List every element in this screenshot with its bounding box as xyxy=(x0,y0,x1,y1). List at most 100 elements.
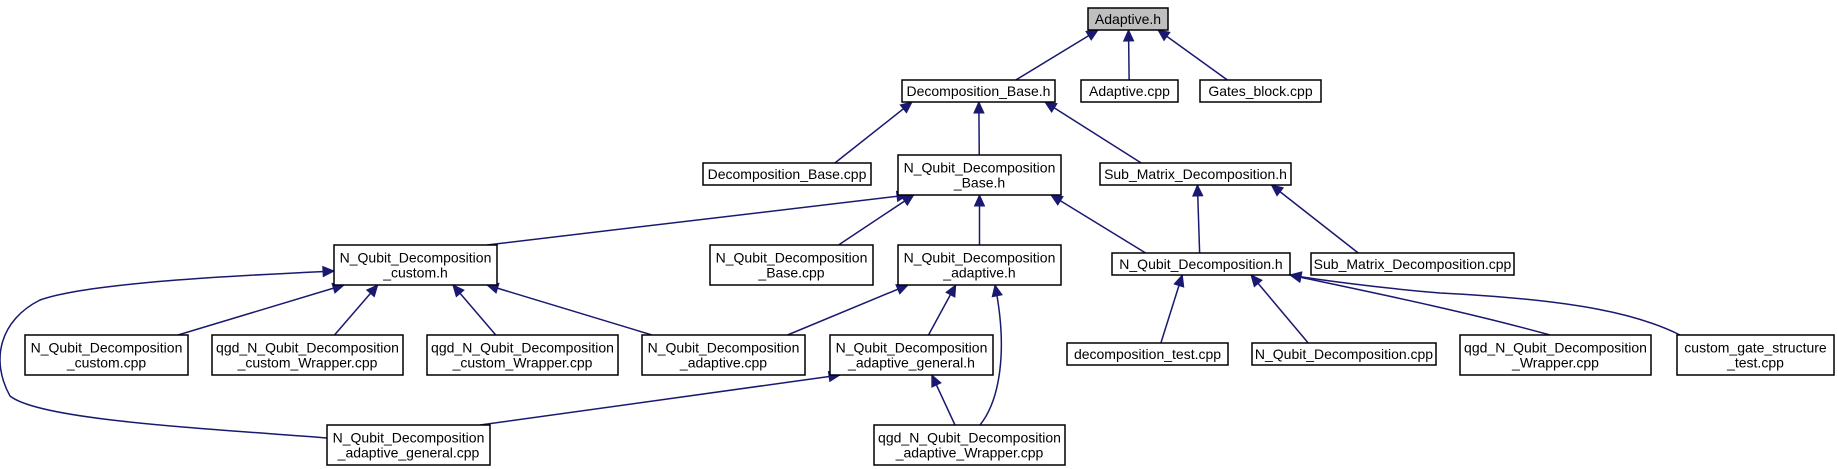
node-label-line: N_Qubit_Decomposition xyxy=(340,250,492,266)
node-label-line: _adaptive_general.cpp xyxy=(337,445,480,461)
edge-arrowhead xyxy=(1049,194,1064,206)
node-nq-decomposition-adaptive-general-cpp[interactable]: N_Qubit_Decomposition_adaptive_general.c… xyxy=(326,424,491,466)
edge-arrowhead xyxy=(945,283,957,298)
edge-decomposition_base_h-to-decomposition_base_cpp xyxy=(834,101,913,164)
node-box xyxy=(1111,252,1291,276)
node-box xyxy=(1310,252,1515,276)
edge-line xyxy=(834,101,913,164)
node-nq-decomposition-adaptive-h[interactable]: N_Qubit_Decomposition_adaptive.h xyxy=(897,244,1062,286)
edge-nq_decomposition_custom_h-to-qgd_nq_custom_wrapper_cpp_1 xyxy=(333,284,379,336)
node-nq-decomposition-adaptive-cpp[interactable]: N_Qubit_Decomposition_adaptive.cpp xyxy=(641,334,806,376)
edge-nq_decomposition_custom_h-to-qgd_nq_custom_wrapper_cpp_2 xyxy=(452,284,497,336)
edge-line xyxy=(479,374,841,426)
edge-nq_decomposition_custom_h-to-nq_decomposition_custom_cpp xyxy=(177,282,346,336)
edge-arrowhead xyxy=(931,373,942,388)
node-box xyxy=(211,334,404,376)
node-label-line: N_Qubit_Decomposition.cpp xyxy=(1255,346,1433,362)
node-qgd-nq-custom-wrapper-cpp-2[interactable]: qgd_N_Qubit_Decomposition_custom_Wrapper… xyxy=(426,334,619,376)
edge-arrowhead xyxy=(452,284,465,298)
node-nq-decomposition-h[interactable]: N_Qubit_Decomposition.h xyxy=(1111,252,1291,276)
node-nq-decomposition-adaptive-general-h[interactable]: N_Qubit_Decomposition_adaptive_general.h xyxy=(829,334,994,376)
node-label-line: _custom_Wrapper.cpp xyxy=(452,355,593,371)
edge-arrowhead xyxy=(991,283,1003,298)
edge-sub_matrix_decomposition_h-to-nq_decomposition_h xyxy=(1192,183,1204,254)
node-box xyxy=(326,424,491,466)
node-box xyxy=(709,244,874,286)
edge-line xyxy=(486,284,653,336)
edge-line xyxy=(177,284,345,336)
node-box xyxy=(829,334,994,376)
node-label-line: N_Qubit_Decomposition xyxy=(904,250,1056,266)
node-label-line: _adaptive.h xyxy=(942,265,1015,281)
node-sub-matrix-decomposition-h[interactable]: Sub_Matrix_Decomposition.h xyxy=(1099,162,1292,186)
edge-line xyxy=(1289,274,1681,336)
node-label-line: N_Qubit_Decomposition.h xyxy=(1119,256,1282,272)
edge-arrowhead xyxy=(1173,273,1185,288)
edge-line xyxy=(0,270,335,439)
node-decomposition-test-cpp[interactable]: decomposition_test.cpp xyxy=(1066,342,1229,366)
node-gates-block-cpp[interactable]: Gates_block.cpp xyxy=(1199,79,1322,103)
node-label-line: N_Qubit_Decomposition xyxy=(904,160,1056,176)
node-box xyxy=(1676,334,1835,376)
node-box xyxy=(897,244,1062,286)
edge-arrowhead xyxy=(895,284,910,295)
edge-arrowhead xyxy=(900,194,915,207)
node-nq-decomposition-cpp[interactable]: N_Qubit_Decomposition.cpp xyxy=(1251,342,1437,366)
node-label-line: N_Qubit_Decomposition xyxy=(648,340,800,356)
edge-arrowhead xyxy=(899,101,913,114)
node-label-line: _Base.h xyxy=(953,175,1005,191)
node-nq-decomposition-base-h[interactable]: N_Qubit_Decomposition_Base.h xyxy=(897,154,1062,196)
edge-line xyxy=(787,284,909,336)
node-box xyxy=(702,162,872,186)
node-label-line: custom_gate_structure xyxy=(1684,340,1827,356)
node-label-line: qgd_N_Qubit_Decomposition xyxy=(431,340,614,356)
edge-arrowhead xyxy=(1157,29,1171,42)
edge-line xyxy=(1157,29,1228,81)
node-label-line: _test.cpp xyxy=(1726,355,1784,371)
node-label-line: qgd_N_Qubit_Decomposition xyxy=(878,430,1061,446)
node-box xyxy=(641,334,806,376)
node-qgd-nq-wrapper-cpp[interactable]: qgd_N_Qubit_Decomposition_Wrapper.cpp xyxy=(1459,334,1652,376)
node-label-line: Decomposition_Base.h xyxy=(907,83,1051,99)
node-nq-decomposition-custom-cpp[interactable]: N_Qubit_Decomposition_custom.cpp xyxy=(24,334,189,376)
node-adaptive-h[interactable]: Adaptive.h xyxy=(1087,7,1169,31)
node-box xyxy=(1199,79,1322,103)
edge-decomposition_base_h-to-sub_matrix_decomposition_h xyxy=(1043,101,1142,164)
node-label-line: _adaptive.cpp xyxy=(679,355,767,371)
edges-layer xyxy=(0,28,1681,439)
edge-arrowhead xyxy=(1085,29,1100,41)
node-box xyxy=(1251,342,1437,366)
edge-nq_decomposition_adaptive_general_h-to-qgd_nq_adaptive_wrapper_cpp xyxy=(931,373,956,426)
node-box xyxy=(1459,334,1652,376)
edge-nq_decomposition_custom_h-to-nq_decomposition_adaptive_cpp xyxy=(485,282,653,336)
node-label-line: _custom_Wrapper.cpp xyxy=(237,355,378,371)
node-decomposition-base-h[interactable]: Decomposition_Base.h xyxy=(901,79,1056,103)
node-qgd-nq-adaptive-wrapper-cpp[interactable]: qgd_N_Qubit_Decomposition_adaptive_Wrapp… xyxy=(873,424,1066,466)
node-label-line: Sub_Matrix_Decomposition.cpp xyxy=(1314,256,1512,272)
edge-line xyxy=(1289,274,1551,336)
node-label-line: _Wrapper.cpp xyxy=(1511,355,1599,371)
node-label-line: qgd_N_Qubit_Decomposition xyxy=(1464,340,1647,356)
node-box xyxy=(873,424,1066,466)
node-custom-gate-structure-test-cpp[interactable]: custom_gate_structure_test.cpp xyxy=(1676,334,1835,376)
edge-arrowhead xyxy=(973,193,986,207)
node-sub-matrix-decomposition-cpp[interactable]: Sub_Matrix_Decomposition.cpp xyxy=(1310,252,1515,276)
edge-line xyxy=(979,284,1003,426)
edge-line xyxy=(838,194,915,246)
edge-nq_decomposition_h-to-custom_gate_structure_test_cpp xyxy=(1288,271,1681,336)
edge-adaptive_h-to-decomposition_base_h xyxy=(1015,29,1100,81)
node-adaptive-cpp[interactable]: Adaptive.cpp xyxy=(1080,79,1179,103)
edge-decomposition_base_h-to-nq_decomposition_base_h xyxy=(973,100,985,156)
node-nq-decomposition-base-cpp[interactable]: N_Qubit_Decomposition_Base.cpp xyxy=(709,244,874,286)
edge-arrowhead xyxy=(365,284,379,298)
node-qgd-nq-custom-wrapper-cpp-1[interactable]: qgd_N_Qubit_Decomposition_custom_Wrapper… xyxy=(211,334,404,376)
edge-arrowhead xyxy=(1192,183,1204,197)
edge-line xyxy=(486,194,909,246)
node-box xyxy=(901,79,1056,103)
node-decomposition-base-cpp[interactable]: Decomposition_Base.cpp xyxy=(702,162,872,186)
node-label-line: Adaptive.h xyxy=(1095,11,1161,27)
node-box xyxy=(897,154,1062,196)
node-nq-decomposition-custom-h[interactable]: N_Qubit_Decomposition_custom.h xyxy=(333,244,498,286)
node-box xyxy=(426,334,619,376)
